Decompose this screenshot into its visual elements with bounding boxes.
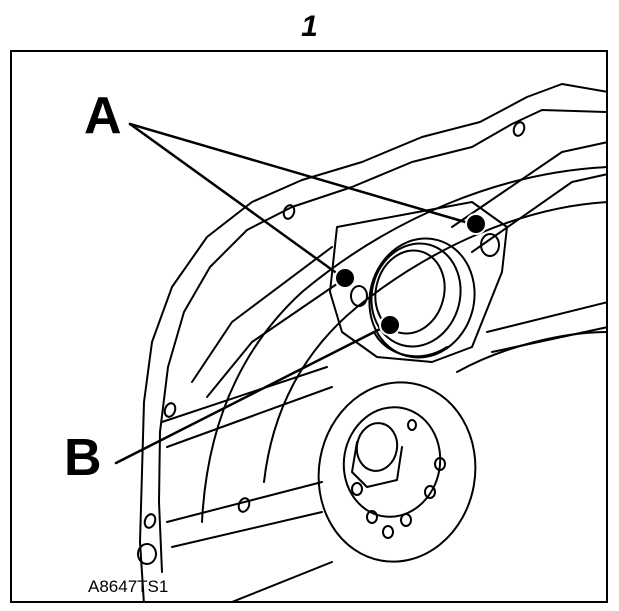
housing-arc (201, 166, 606, 523)
housing-rib (451, 141, 606, 228)
hub-bolt (434, 457, 446, 471)
housing-rib (161, 366, 328, 423)
hub-bolt (366, 510, 378, 524)
mounting-hole (163, 402, 177, 418)
housing-rib (231, 561, 333, 601)
housing-rib (166, 386, 333, 448)
housing-rib (491, 326, 606, 353)
seal-rim (370, 242, 462, 348)
housing-rib (171, 511, 323, 548)
mounting-hole (237, 497, 251, 513)
leader-line-b (114, 323, 390, 465)
hub-bolt (407, 419, 417, 431)
mounting-hole (282, 204, 296, 220)
housing-rib (191, 246, 333, 383)
hub-bolt (382, 525, 394, 539)
hub-bolt (351, 482, 363, 496)
mounting-hole (143, 513, 157, 529)
callout-dot-b (379, 314, 401, 336)
mounting-hole (512, 121, 526, 137)
callout-label-b: B (64, 429, 102, 487)
hub-bolt (400, 513, 412, 527)
seal-inner (374, 249, 446, 335)
figure-reference-code: A8647TS1 (88, 577, 169, 596)
callout-dot-a2 (465, 213, 487, 235)
housing-arc (263, 201, 606, 483)
hub-bore (355, 422, 399, 472)
seal-edge (373, 331, 448, 358)
figure-number: 1 (301, 10, 318, 43)
hub-shaft (351, 441, 403, 488)
housing-rib (206, 276, 348, 398)
bolt-hole (480, 233, 500, 257)
dowel-pin (137, 543, 157, 565)
housing-drawing (114, 83, 606, 601)
housing-arc (456, 331, 606, 373)
callout-label-a: A (84, 87, 122, 145)
leader-line-a2 (128, 122, 474, 226)
leader-line-a1 (128, 122, 344, 279)
figure-frame: A B A8647TS1 (10, 50, 608, 603)
housing-outline-inner (158, 109, 606, 573)
hub-outer (317, 381, 477, 563)
callout-dot-a1 (334, 267, 356, 289)
housing-rib (471, 173, 606, 253)
housing-rib (486, 301, 606, 333)
housing-rib (166, 481, 323, 523)
hub-bolt (424, 485, 436, 499)
seal-boss (329, 201, 508, 363)
housing-outline (139, 83, 606, 601)
bolt-hole (350, 285, 368, 307)
